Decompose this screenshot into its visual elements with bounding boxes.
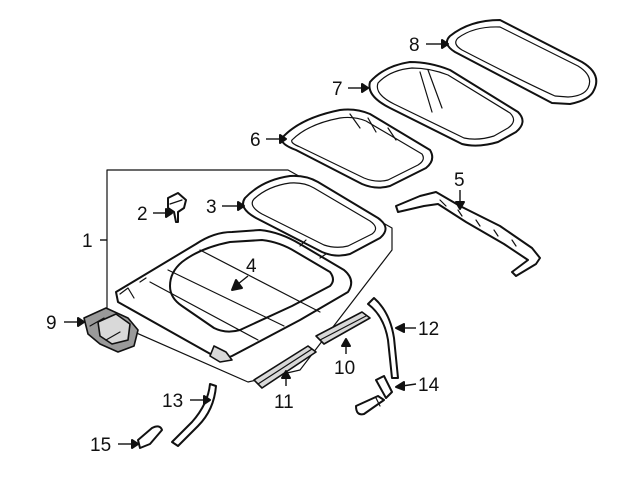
callout-12: 12 — [418, 319, 439, 340]
callout-10: 10 — [334, 358, 355, 379]
part-9-motor — [83, 307, 139, 353]
part-8-glass-panel — [445, 19, 598, 105]
callout-15: 15 — [90, 435, 111, 456]
callout-7: 7 — [332, 79, 343, 100]
part-10-molding — [315, 311, 371, 345]
leader-lines — [64, 39, 465, 449]
part-7-glass-frame — [368, 61, 524, 147]
callout-3: 3 — [206, 197, 217, 218]
callout-2: 2 — [137, 204, 148, 225]
part-12-drain-hose — [367, 297, 399, 379]
callout-1: 1 — [82, 231, 93, 252]
callout-6: 6 — [250, 130, 261, 151]
part-2-clip — [167, 192, 187, 223]
part-14-connector — [355, 375, 393, 416]
part-4-sunroof-frame — [115, 229, 353, 363]
callout-5: 5 — [454, 170, 465, 191]
callout-13: 13 — [162, 391, 183, 412]
callout-4: 4 — [246, 256, 257, 277]
part-3-glass-seal — [242, 174, 387, 257]
callout-14: 14 — [418, 375, 440, 396]
part-11-molding — [253, 345, 317, 389]
callout-8: 8 — [409, 35, 420, 56]
callout-9: 9 — [46, 313, 57, 334]
part-15-connector — [137, 425, 163, 449]
part-6-sunshade-panel — [280, 108, 434, 189]
callout-11: 11 — [274, 392, 294, 413]
part-5-drain-trough — [395, 191, 541, 277]
